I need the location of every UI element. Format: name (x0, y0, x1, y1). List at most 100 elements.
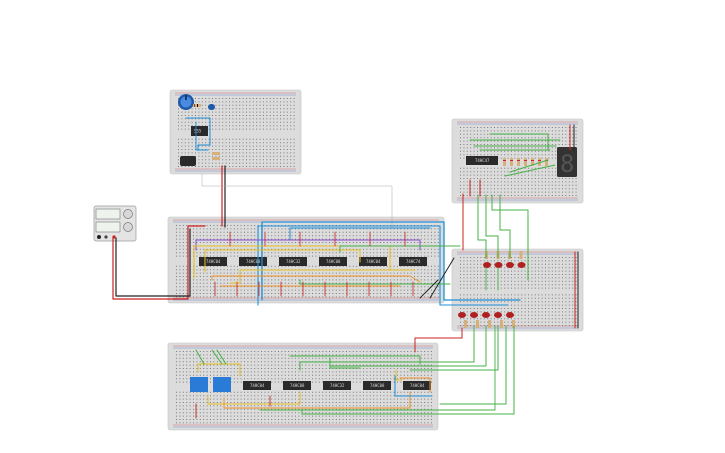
breadboard-holes (460, 257, 577, 326)
resistor-icon (500, 320, 503, 328)
wire (395, 369, 403, 381)
wire (414, 327, 463, 353)
wire (399, 377, 431, 393)
chip-555: 555 (191, 126, 208, 136)
chip-logic: 74HC08 (319, 257, 347, 266)
breadboard-holes (460, 127, 577, 196)
wire (419, 279, 439, 299)
chip-label: 74HC04 (410, 383, 425, 388)
wire (201, 173, 393, 229)
wire (211, 275, 421, 283)
wire (329, 357, 361, 369)
svg-text:555: 555 (194, 129, 202, 134)
breadboard-clock (169, 89, 302, 175)
led-icon (517, 262, 526, 268)
wire (216, 349, 227, 365)
wire (207, 391, 301, 405)
chip-logic: 74HC04 (243, 381, 271, 390)
wire (485, 194, 499, 259)
resistor-icon (512, 320, 515, 328)
wire (223, 391, 411, 409)
resistor-icon (517, 158, 520, 166)
wire (477, 194, 487, 259)
chip-label: 74HC08 (246, 259, 261, 264)
capacitor-icon (208, 104, 215, 110)
chip-logic: 74HC08 (363, 381, 391, 390)
chip-logic: 74HC04 (359, 257, 387, 266)
chip-logic: 74HC32 (279, 257, 307, 266)
wire (489, 133, 549, 151)
led-icon (506, 312, 514, 318)
wire (204, 249, 361, 273)
resistor-icon (538, 158, 541, 166)
chip-logic: 74HC04 (199, 257, 227, 266)
wire (257, 225, 509, 306)
wire (394, 375, 433, 397)
wire (301, 325, 515, 415)
resistor-icon (212, 152, 220, 160)
wire (211, 349, 223, 365)
wire (299, 279, 451, 285)
wire (289, 355, 421, 365)
wire (197, 363, 241, 377)
chip-label: 74HC32 (330, 383, 345, 388)
chip-logic: 74HC08 (239, 257, 267, 266)
wire (491, 194, 529, 281)
capacitor-icon (180, 156, 196, 166)
wire (439, 325, 507, 405)
wire (329, 325, 487, 367)
wire (259, 325, 496, 411)
resistor-icon (503, 158, 506, 166)
chip-label: 74HC08 (290, 383, 305, 388)
led-icon (494, 312, 502, 318)
wire (429, 257, 455, 299)
led-icon (470, 312, 478, 318)
seven-segment-display-icon: 8 (557, 147, 577, 178)
wire (193, 245, 391, 279)
resistor-icon (510, 158, 513, 166)
breadboard-holes (178, 98, 295, 167)
wire (195, 239, 421, 251)
svg-text:74HC47: 74HC47 (475, 158, 490, 163)
wire (339, 245, 461, 253)
wire (195, 349, 205, 365)
led-icon (506, 262, 514, 268)
resistor-icon (193, 104, 201, 107)
chip-decoder: 74HC47 (466, 156, 498, 165)
resistor-icon (531, 158, 534, 166)
wire (289, 227, 431, 241)
dip-switch-icon[interactable] (190, 377, 231, 392)
chip-label: 74HC04 (366, 259, 381, 264)
wire (261, 221, 521, 301)
led-icon (494, 262, 503, 268)
wire (115, 228, 191, 297)
breadboard-leds-body (451, 248, 584, 332)
wire (509, 159, 549, 173)
led-icon (483, 262, 491, 268)
wire (504, 164, 556, 177)
chip-label: 74HC04 (206, 259, 221, 264)
resistor-icon (476, 320, 479, 328)
chip-label: 74HC04 (250, 383, 265, 388)
power-supply-icon[interactable] (93, 205, 137, 242)
chip-label: 74HC08 (326, 259, 341, 264)
breadboard-leds (451, 248, 584, 332)
resistor-icon (545, 158, 548, 166)
wire (185, 117, 211, 151)
chip-logic: 74HC32 (323, 381, 351, 390)
wire (195, 121, 209, 151)
chip-label: 74HC08 (370, 383, 385, 388)
chip-label: 74HC32 (286, 259, 301, 264)
resistor-icon (524, 158, 527, 166)
chip-logic: 74HC74 (399, 257, 427, 266)
resistor-icon (488, 320, 491, 328)
wire (299, 325, 475, 371)
wire (409, 325, 499, 371)
chip-label: 74HC74 (406, 259, 421, 264)
resistor-icon (519, 251, 523, 259)
chip-logic: 74HC04 (403, 381, 431, 390)
wire (112, 225, 206, 300)
resistor-icon (464, 320, 467, 328)
potentiometer-icon[interactable] (178, 94, 194, 110)
